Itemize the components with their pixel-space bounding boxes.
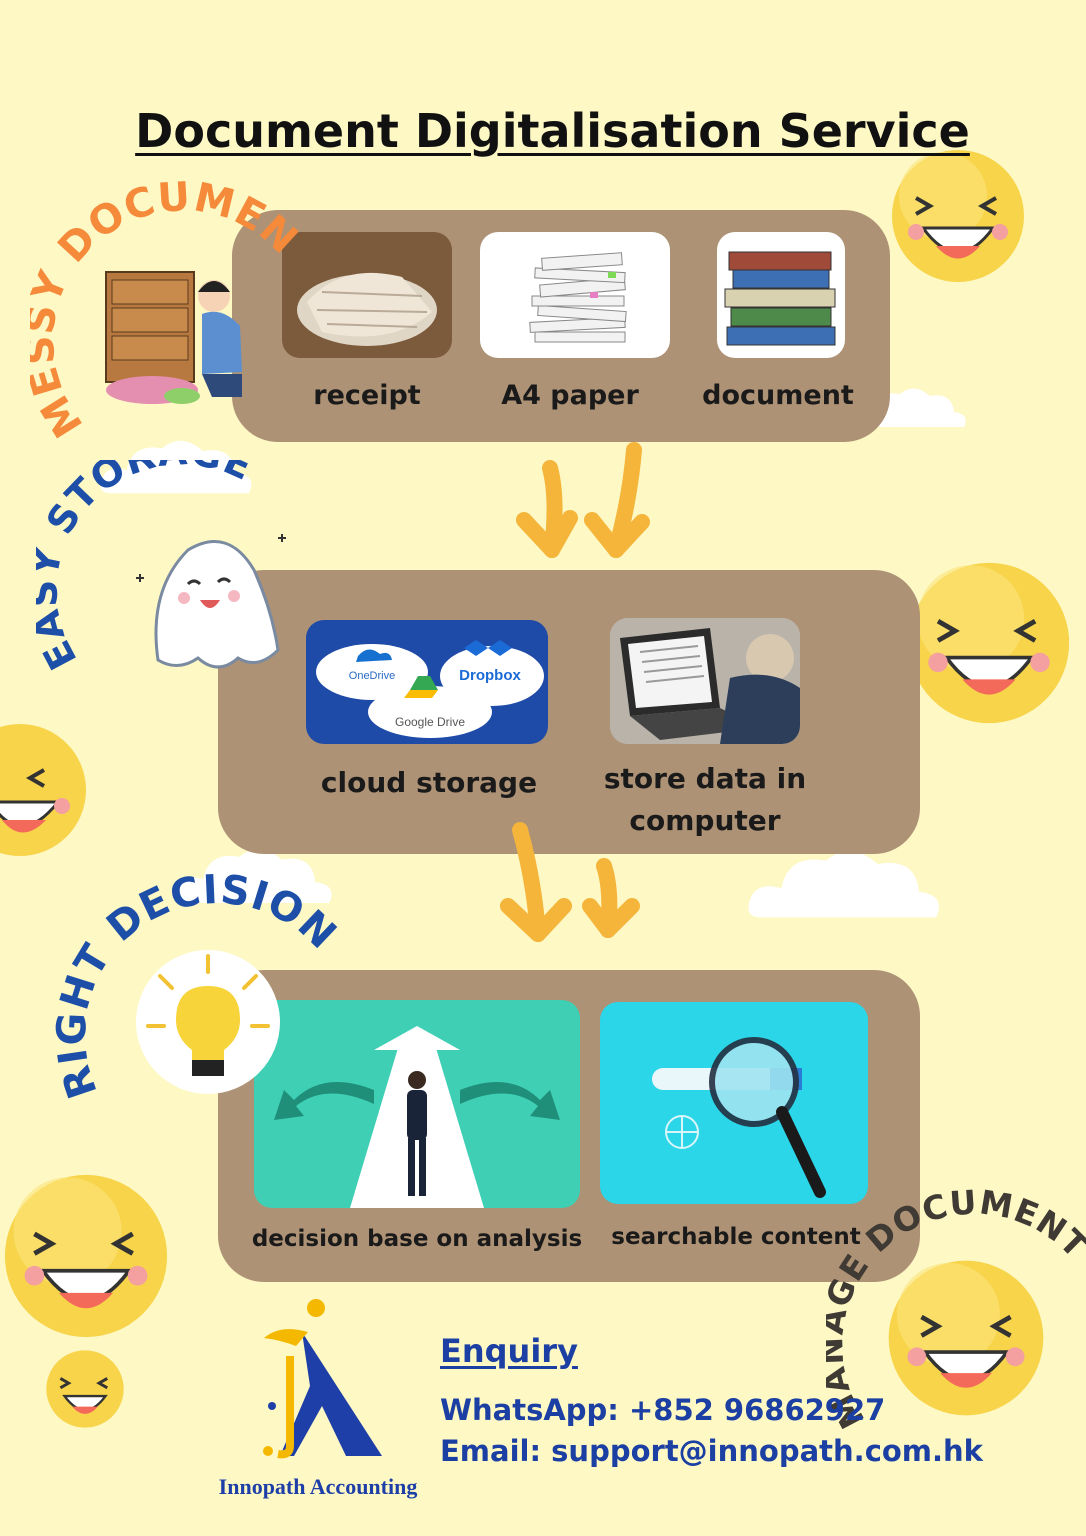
crossroads-illustration xyxy=(254,1000,580,1208)
enquiry-heading: Enquiry xyxy=(440,1332,578,1370)
onedrive-logo-text: OneDrive xyxy=(349,670,395,682)
laptop-user-photo xyxy=(610,618,800,744)
document-label: document xyxy=(702,380,854,411)
messy-drawer-illustration xyxy=(105,271,242,404)
manage-document-heading: MANAGE DOCUMENT xyxy=(826,1182,1086,1430)
email-contact[interactable]: Email: support@innopath.com.hk xyxy=(440,1434,983,1468)
paper-stack-photo xyxy=(480,232,670,358)
store-data-label-line1: store data in xyxy=(603,762,807,795)
receipt-pile-photo xyxy=(282,232,452,358)
svg-text:RIGHT DECISION: RIGHT DECISION xyxy=(50,870,345,1100)
dropbox-logo-text: Dropbox xyxy=(459,667,521,684)
a4-paper-label: A4 paper xyxy=(501,380,639,411)
google-drive-logo-text: Google Drive xyxy=(395,715,465,729)
searchable-content-label: searchable content xyxy=(611,1224,861,1250)
laughing-emoji-icon xyxy=(4,1174,168,1338)
cloud-icon xyxy=(100,440,252,494)
laughing-emoji-icon xyxy=(888,1260,1044,1416)
innopath-logo xyxy=(263,1299,382,1459)
laughing-emoji-icon xyxy=(892,150,1024,282)
messy-document-heading: MESSY DOCUMENT xyxy=(30,180,300,440)
brand-name: Innopath Accounting xyxy=(218,1474,418,1499)
decision-analysis-label: decision base on analysis xyxy=(251,1226,583,1252)
right-decision-heading: RIGHT DECISION xyxy=(50,870,345,1100)
cloud-icon xyxy=(176,849,332,903)
magnifier-search-illustration xyxy=(600,1002,868,1204)
svg-text:MESSY DOCUMENT: MESSY DOCUMENT xyxy=(30,180,300,440)
easy-storage-heading: EASY STORAGE xyxy=(36,460,260,677)
down-arrows-icon xyxy=(500,822,640,942)
page-title: Document Digitalisation Service xyxy=(135,104,970,158)
laughing-emoji-icon xyxy=(908,562,1070,724)
down-arrows-icon xyxy=(516,442,650,558)
receipt-label: receipt xyxy=(313,380,421,411)
whatsapp-contact[interactable]: WhatsApp: +852 96862927 xyxy=(440,1393,886,1427)
cloud-storage-label: cloud storage xyxy=(320,766,538,799)
happy-ghost-illustration xyxy=(136,534,286,669)
lightbulb-icon xyxy=(136,950,280,1094)
laughing-emoji-icon xyxy=(46,1350,124,1428)
binder-stack-photo xyxy=(717,232,845,358)
cloud-icon xyxy=(748,851,939,918)
store-data-label-line2: computer xyxy=(629,804,781,837)
svg-text:EASY STORAGE: EASY STORAGE xyxy=(36,460,260,677)
laughing-emoji-icon xyxy=(0,724,86,856)
cloud-storage-logos: OneDrive Dropbox Google Drive xyxy=(306,620,548,744)
